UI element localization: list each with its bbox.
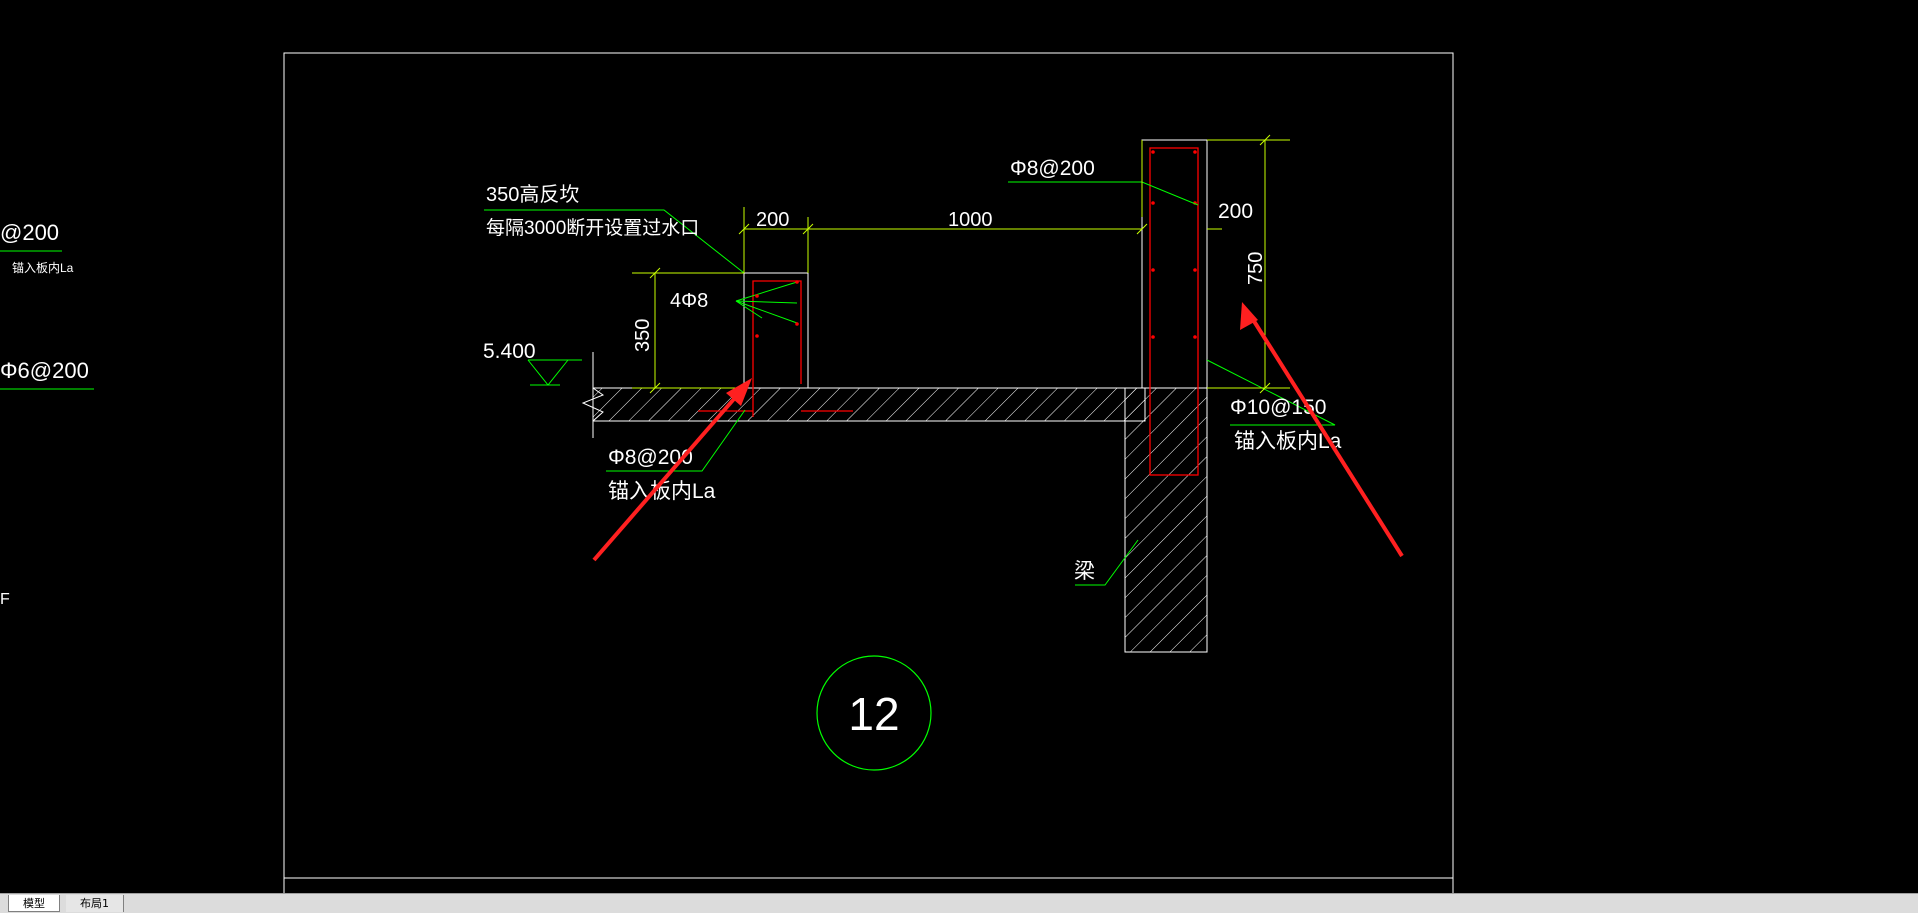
- cad-model-space[interactable]: @200 锚入板内La Φ6@200 F: [0, 0, 1918, 893]
- drain-note-label: 每隔3000断开设置过水口: [486, 217, 699, 239]
- detail-number-circle: [816, 655, 932, 771]
- left-anchor-text: 锚入板内La: [12, 260, 74, 275]
- dim-curb-height: 350: [632, 319, 654, 352]
- beam-label: 梁: [1074, 560, 1095, 583]
- wall-anchor-label: 锚入板内La: [1234, 430, 1342, 453]
- curb-rebar-dots: [755, 280, 799, 338]
- curb-bars-label: 4Φ8: [670, 290, 708, 312]
- annotation-arrow-right: [1240, 302, 1404, 558]
- wall-top-bar-label: Φ8@200: [1010, 157, 1095, 180]
- left-spacing-text: @200: [0, 220, 59, 245]
- upstand-wall-outline: [1141, 139, 1208, 389]
- curb-rebar: [752, 280, 802, 417]
- curb-outline: [743, 272, 809, 389]
- detail-number: 12: [848, 688, 899, 740]
- dim-wall-height: 750: [1245, 252, 1267, 285]
- slab-break-line: [581, 387, 605, 422]
- annotation-arrow-left: [592, 378, 752, 562]
- curb-height-label: 350高反坎: [486, 183, 579, 206]
- dim-span: 1000: [948, 209, 993, 231]
- drawing-frame: [283, 52, 1454, 893]
- left-edge-text: F: [0, 591, 10, 608]
- slab-section: [592, 387, 1146, 422]
- tab-layout1[interactable]: 布局1: [66, 895, 124, 912]
- slab-anchor-label: 锚入板内La: [608, 480, 716, 503]
- slab-bar-label: Φ8@200: [608, 446, 693, 469]
- dim-wall-width: 200: [1218, 200, 1253, 223]
- dimension-lines: [632, 134, 1290, 394]
- wall-bar-label: Φ10@150: [1230, 396, 1326, 419]
- wall-rebar-cage: [1149, 147, 1199, 476]
- left-bar-text: Φ6@200: [0, 358, 89, 383]
- cad-drawing[interactable]: @200 锚入板内La Φ6@200 F: [0, 0, 1918, 893]
- beam-section: [1124, 387, 1208, 653]
- tab-model[interactable]: 模型: [8, 895, 60, 912]
- layout-tab-bar: 模型 布局1: [0, 893, 1918, 913]
- elevation-symbol: [527, 359, 569, 386]
- elevation-label: 5.400: [483, 340, 536, 363]
- dim-curb-width: 200: [756, 209, 789, 231]
